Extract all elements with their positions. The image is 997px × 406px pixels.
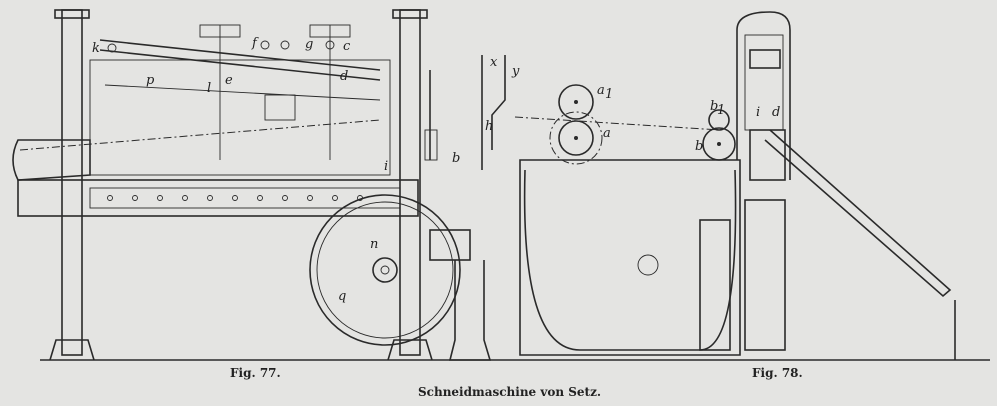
figure-title: Schneidmaschine von Setz. bbox=[418, 385, 602, 399]
svg-text:a: a bbox=[603, 126, 611, 141]
figure-77-drawing bbox=[12, 9, 520, 361]
figure-78-drawing bbox=[514, 11, 990, 361]
svg-text:b: b bbox=[710, 99, 718, 114]
svg-text:q: q bbox=[338, 289, 346, 304]
svg-text:1: 1 bbox=[717, 103, 725, 118]
svg-text:i: i bbox=[384, 159, 388, 174]
svg-text:p: p bbox=[146, 73, 155, 88]
svg-text:d: d bbox=[772, 105, 780, 120]
svg-text:d: d bbox=[340, 69, 348, 84]
svg-text:g: g bbox=[305, 37, 313, 52]
svg-text:b: b bbox=[695, 139, 703, 154]
svg-text:b: b bbox=[452, 151, 460, 166]
svg-text:a: a bbox=[597, 83, 605, 98]
svg-text:k: k bbox=[92, 41, 100, 56]
svg-text:y: y bbox=[511, 64, 520, 79]
svg-text:e: e bbox=[225, 73, 233, 88]
bolt-row bbox=[107, 195, 363, 201]
svg-text:n: n bbox=[370, 237, 378, 252]
svg-text:c: c bbox=[343, 39, 351, 54]
figure-78-caption: Fig. 78. bbox=[752, 366, 803, 380]
svg-text:l: l bbox=[207, 81, 211, 96]
figure-77-labels: k p le f g cd i n q h xy b bbox=[92, 36, 520, 304]
svg-text:x: x bbox=[490, 55, 498, 70]
svg-text:1: 1 bbox=[605, 87, 613, 102]
svg-text:i: i bbox=[756, 105, 760, 120]
svg-text:f: f bbox=[251, 36, 259, 51]
figure-77-caption: Fig. 77. bbox=[230, 366, 281, 380]
svg-text:h: h bbox=[485, 119, 493, 134]
